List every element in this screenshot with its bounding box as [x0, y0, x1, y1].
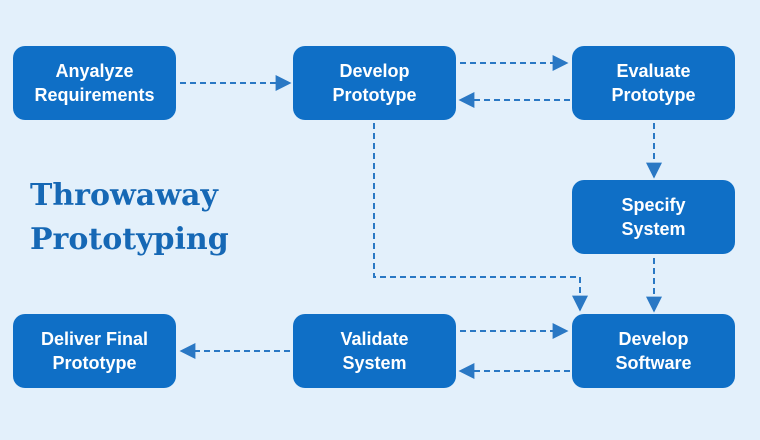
- node-label-line2: System: [621, 219, 686, 239]
- node-label-line2: Prototype: [332, 85, 417, 105]
- node-specify-system: Specify System: [572, 180, 735, 254]
- node-label-line2: Prototype: [611, 85, 696, 105]
- node-label-line1: Evaluate: [616, 61, 691, 81]
- node-develop-prototype: Develop Prototype: [293, 46, 456, 120]
- node-validate-system: Validate System: [293, 314, 456, 388]
- node-label-line1: Develop: [618, 329, 689, 349]
- node-label-line1: Anyalyze: [55, 61, 134, 81]
- node-label-line1: Develop: [339, 61, 410, 81]
- node-label-line2: System: [342, 353, 407, 373]
- node-label-line2: Software: [615, 353, 692, 373]
- diagram-title-line2: Prototyping: [30, 222, 229, 257]
- node-label-line1: Specify: [621, 195, 686, 215]
- diagram-title-line1: Throwaway: [30, 178, 218, 213]
- node-label-line2: Prototype: [52, 353, 137, 373]
- node-label-line1: Validate: [340, 329, 409, 349]
- node-develop-software: Develop Software: [572, 314, 735, 388]
- node-label-line2: Requirements: [34, 85, 155, 105]
- node-label-line1: Deliver Final: [40, 329, 149, 349]
- node-deliver-final-prototype: Deliver Final Prototype: [13, 314, 176, 388]
- node-evaluate-prototype: Evaluate Prototype: [572, 46, 735, 120]
- arrow-develop-prototype-to-develop-software: [373, 123, 588, 312]
- node-analyze-requirements: Anyalyze Requirements: [13, 46, 176, 120]
- diagram-title: Throwaway Prototyping: [30, 174, 229, 262]
